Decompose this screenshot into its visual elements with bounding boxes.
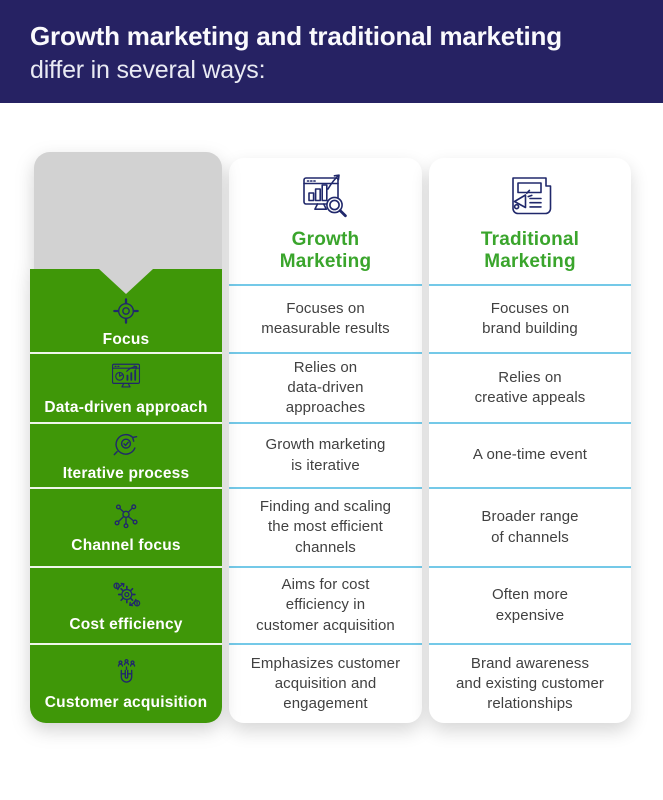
row-label-cost: Cost efficiency — [30, 566, 222, 643]
gear-coins-icon — [113, 582, 141, 606]
traditional-cell-focus: Focuses on brand building — [429, 284, 631, 352]
traditional-cell-acquisition: Brand awareness and existing customer re… — [429, 643, 631, 723]
growth-cell-focus: Focuses on measurable results — [229, 284, 422, 352]
traditional-cell-data-driven: Relies on creative appeals — [429, 352, 631, 422]
growth-column-title: Growth Marketing — [279, 228, 372, 272]
row-label-text: Cost efficiency — [69, 615, 183, 633]
notch-triangle — [99, 269, 153, 294]
traditional-column-title: Traditional Marketing — [480, 228, 580, 272]
growth-cell-channel: Finding and scaling the most efficient c… — [229, 487, 422, 566]
iteration-loop-icon — [113, 433, 138, 455]
page-title-bold: Growth marketing and traditional marketi… — [30, 21, 562, 51]
network-nodes-icon — [114, 504, 138, 529]
row-label-channel: Channel focus — [30, 487, 222, 566]
growth-marketing-column: Growth Marketing Focuses on measurable r… — [229, 158, 422, 723]
row-label-text: Channel focus — [71, 537, 181, 554]
traditional-cell-channel: Broader range of channels — [429, 487, 631, 566]
newspaper-megaphone-icon — [512, 177, 552, 215]
comparison-table: Focus Data-driven approach — [30, 152, 631, 723]
traditional-cell-iterative: A one-time event — [429, 422, 631, 487]
growth-cell-iterative: Growth marketing is iterative — [229, 422, 422, 487]
header-banner: Growth marketing and traditional marketi… — [0, 0, 663, 103]
row-label-text: Iterative process — [62, 464, 190, 482]
traditional-marketing-column: Traditional Marketing Focuses on brand b… — [429, 158, 631, 723]
growth-column-header: Growth Marketing — [229, 158, 422, 284]
growth-cell-data-driven: Relies on data-driven approaches — [229, 352, 422, 422]
label-column-cap — [34, 152, 222, 269]
row-label-text: Customer acquisition — [44, 693, 208, 711]
row-label-text: Data-driven approach — [44, 398, 208, 416]
row-label-acquisition: Customer acquisition — [30, 643, 222, 723]
analytics-monitor-icon — [111, 363, 141, 387]
growth-cell-acquisition: Emphasizes customer acquisition and enga… — [229, 643, 422, 723]
target-icon — [113, 298, 139, 324]
growth-cell-cost: Aims for cost efficiency in customer acq… — [229, 566, 422, 643]
magnet-people-icon — [117, 658, 135, 683]
row-label-iterative: Iterative process — [30, 422, 222, 487]
page-title-subline: differ in several ways: — [30, 55, 266, 84]
traditional-column-header: Traditional Marketing — [429, 158, 631, 284]
row-label-column: Focus Data-driven approach — [30, 152, 222, 723]
row-label-text: Focus — [102, 331, 150, 348]
label-column-body: Focus Data-driven approach — [30, 269, 222, 723]
row-label-focus: Focus — [30, 269, 222, 352]
traditional-cell-cost: Often more expensive — [429, 566, 631, 643]
growth-chart-magnifier-icon — [302, 174, 347, 218]
row-label-data-driven: Data-driven approach — [30, 352, 222, 422]
